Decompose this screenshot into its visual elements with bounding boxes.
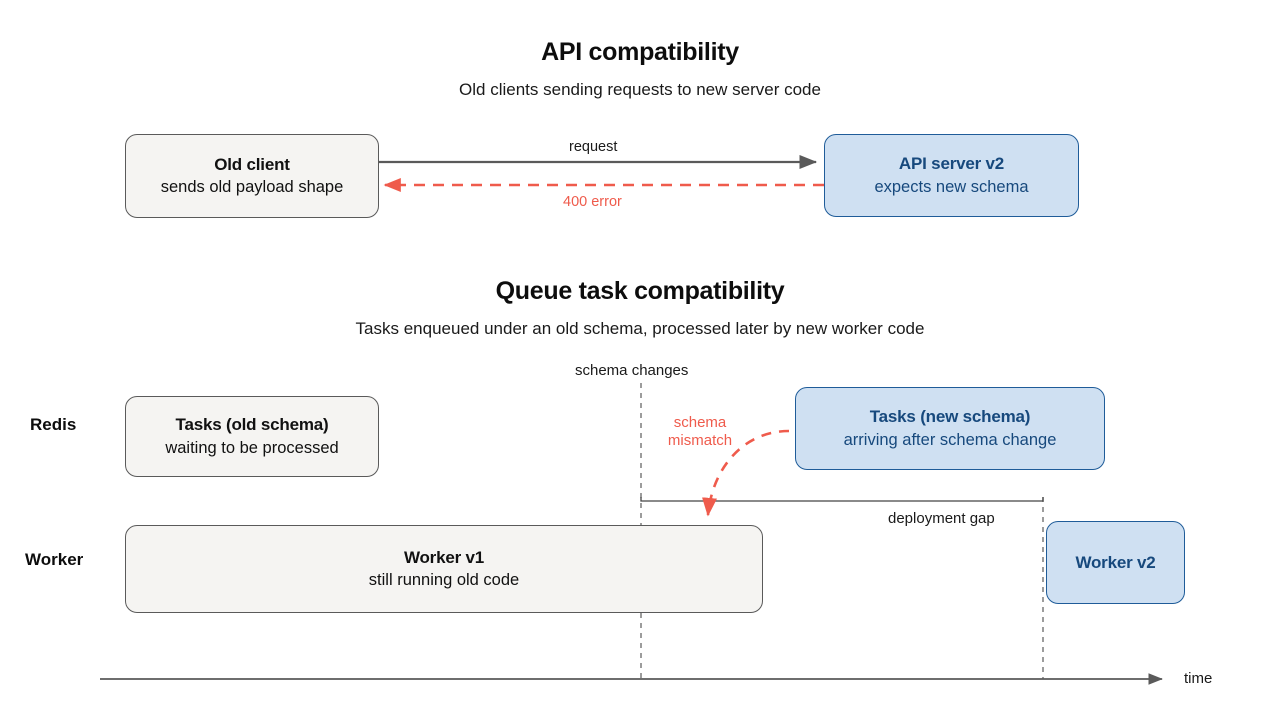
node-tasks-new-schema-subtitle: arriving after schema change <box>843 430 1057 449</box>
marker-label-deployment-gap: deployment gap <box>888 510 995 527</box>
node-old-client-subtitle: sends old payload shape <box>160 178 344 197</box>
node-old-client-title: Old client <box>214 154 290 174</box>
axis-label-time: time <box>1184 670 1213 687</box>
node-worker-v1-title: Worker v1 <box>403 547 485 567</box>
node-tasks-old-schema-title: Tasks (old schema) <box>175 415 329 435</box>
node-worker-v2-title: Worker v2 <box>1075 552 1156 572</box>
schema-mismatch-line-1: schema <box>673 414 727 431</box>
section-subtitle-queue-task-compatibility: Tasks enqueued under an old schema, proc… <box>355 319 925 338</box>
node-worker-v2[interactable]: Worker v2 <box>1046 521 1185 604</box>
section-subtitle-api-compatibility: Old clients sending requests to new serv… <box>459 80 821 99</box>
lane-label-redis: Redis <box>30 415 77 434</box>
node-api-server-v2[interactable]: API server v2 expects new schema <box>824 134 1079 217</box>
node-tasks-old-schema-subtitle: waiting to be processed <box>165 438 339 457</box>
schema-mismatch-line-2: mismatch <box>667 431 733 449</box>
edge-label-request: request <box>569 139 618 155</box>
node-api-server-v2-title: API server v2 <box>898 154 1005 174</box>
node-tasks-old-schema[interactable]: Tasks (old schema) waiting to be process… <box>125 396 379 477</box>
node-worker-v1[interactable]: Worker v1 still running old code <box>125 525 763 613</box>
node-tasks-new-schema[interactable]: Tasks (new schema) arriving after schema… <box>795 387 1105 470</box>
section-title-queue-task-compatibility: Queue task compatibility <box>495 277 785 305</box>
lane-label-worker: Worker <box>25 550 84 569</box>
section-title-api-compatibility: API compatibility <box>541 38 739 66</box>
edge-label-400-error: 400 error <box>563 194 622 210</box>
marker-label-schema-mismatch: schema mismatch <box>658 414 742 449</box>
marker-label-schema-changes: schema changes <box>575 362 689 379</box>
node-api-server-v2-subtitle: expects new schema <box>874 177 1029 196</box>
node-tasks-new-schema-title: Tasks (new schema) <box>869 407 1031 427</box>
deployment-gap-bracket <box>640 497 1044 502</box>
node-worker-v1-subtitle: still running old code <box>368 571 520 590</box>
node-old-client[interactable]: Old client sends old payload shape <box>125 134 379 218</box>
